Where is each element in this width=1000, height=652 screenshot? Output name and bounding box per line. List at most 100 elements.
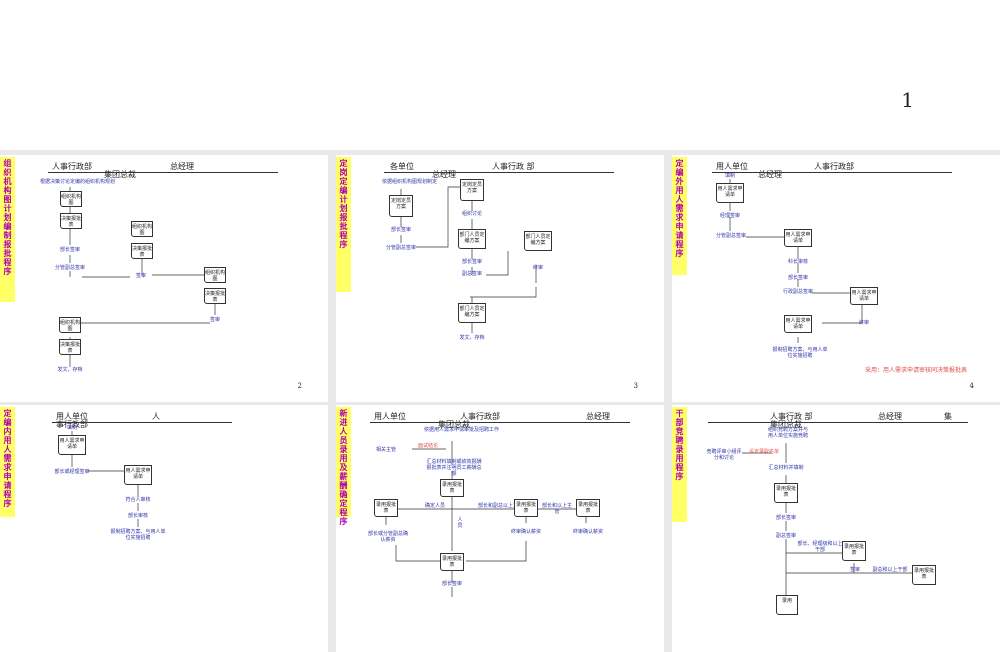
doc-box: 录用报批表 [576, 499, 600, 517]
slide-title-bar [0, 157, 15, 302]
doc-box: 录用 [776, 595, 798, 615]
slide-title-bar [336, 157, 351, 292]
doc-box: 用人需求申请单 [784, 229, 812, 247]
flow-note: 部长签审 [390, 227, 411, 233]
flow-note: 行政副总签审 [782, 289, 813, 295]
doc-box: 决策报批表 [60, 213, 82, 229]
doc-box: 部门人员定编方案 [458, 229, 486, 249]
flow-note: 部长和以上主管 [542, 503, 573, 515]
flow-note: 依据组织机构图规划制定 [382, 179, 438, 185]
header-rule [712, 172, 952, 173]
doc-box: 用人需求申请单 [124, 465, 152, 485]
doc-box: 用人需求申请单 [850, 287, 878, 305]
doc-box: 定岗定员方案 [389, 195, 413, 217]
flow-note: 部长和副总以上主管 [478, 503, 524, 509]
flow-note: 副总签审 [461, 271, 482, 277]
flow-note: 终审 [858, 320, 869, 326]
flow-note: 报制招聘方案，与用人单位实施招聘 [772, 347, 828, 359]
header-rule [48, 172, 278, 173]
flow-note: 部长签审 [441, 581, 462, 587]
flow-connectors [382, 441, 587, 597]
cover-slide: 1 [0, 0, 1000, 150]
flow-note: 发文，存档 [459, 335, 485, 341]
doc-box: 录用报批表 [774, 483, 798, 503]
page-number: 3 [633, 382, 638, 390]
flow-note: 终审 [532, 265, 543, 271]
flow-note: 发文，存档 [57, 367, 83, 373]
flow-note: 分管副总签审 [386, 245, 417, 251]
doc-box: 部门人员定编方案 [458, 303, 486, 323]
lane-header: 总经理 [878, 412, 902, 421]
flow-note: 部长签审 [787, 275, 808, 281]
flow-note: 终审确认薪资 [510, 529, 541, 535]
lane-header: 人 [152, 412, 160, 421]
slide-title-bar [336, 407, 351, 517]
flow-note: 设定录取名单 [748, 449, 779, 455]
slide-staffing-plan-procedure[interactable]: 定岗定编计划报批程序 各单位 人事行政 部 总经理 依据组织机构图规划制定 定岗… [336, 155, 664, 402]
flow-note: 确定人员 [424, 503, 445, 509]
lane-header: 用人单位 [374, 412, 406, 421]
flow-note: 汇总材料并填制 [768, 465, 804, 471]
flow-note: 部长、经理级和以上干部 [797, 541, 843, 553]
doc-box: 录用报批表 [514, 499, 538, 517]
flow-note: 分管副总签审 [716, 233, 747, 239]
lane-header: 总经理 [758, 170, 782, 179]
flow-note: 部长或经理签审 [54, 469, 90, 475]
slide-title: 新进人员录用及薪酬确定程序 [339, 408, 348, 526]
lane-header: 人事行政部 [814, 162, 854, 171]
flow-note: 符合人审核 [125, 497, 151, 503]
flow-note: 组织讨论 [461, 211, 482, 217]
lane-header: 各单位 [390, 162, 414, 171]
cover-page-number: 1 [901, 88, 914, 112]
header-rule [384, 172, 614, 173]
slide-title: 组织机构图计划编制报批程序 [3, 158, 12, 276]
header-rule [52, 422, 232, 423]
flow-note: 签审 [849, 567, 860, 573]
lane-header: 集团总裁 [438, 420, 470, 429]
flow-connectors [71, 431, 139, 527]
header-rule [370, 422, 630, 423]
doc-box: 用人需求申请单 [716, 183, 744, 203]
slide-cadre-competition-procedure[interactable]: 干部竞聘录用程序 人事行政 部 集团总裁 总经理 集 组织竞聘方案并与用人单位实… [672, 405, 1000, 652]
doc-box: 录用报批表 [440, 553, 464, 571]
slide-title: 定编内用人需求申请程序 [3, 408, 12, 508]
lane-header: 用人单位 [716, 162, 748, 171]
doc-box: 定岗定员方案 [460, 179, 484, 201]
lane-header: 集 [944, 412, 952, 421]
flow-connectors [62, 187, 216, 367]
slide-in-quota-headcount-procedure[interactable]: 定编内用人需求申请程序 用人单位 人 事行政部 填制 用人需求申请单 部长或经理… [0, 405, 328, 652]
slide-new-hire-salary-procedure[interactable]: 新进人员录用及薪酬确定程序 用人单位 人事行政部 集团总裁 总经理 依据用人需求… [336, 405, 664, 652]
slide-org-chart-procedure[interactable]: 组织机构图计划编制报批程序 人事行政部 集团总裁 总经理 根据决策讨论定编的组织… [0, 155, 328, 402]
doc-box: 组织机构图 [131, 221, 153, 237]
flow-note: 根据决策讨论定编的组织机构规划 [40, 179, 116, 185]
flow-note: 终审确认薪资 [572, 529, 603, 535]
flow-connectors [742, 443, 925, 595]
flow-note: 科长审核 [787, 259, 808, 265]
flow-note: 部长签审 [59, 247, 80, 253]
slide-extra-headcount-procedure[interactable]: 定编外用人需求申请程序 用人单位 人事行政部 总经理 填制 用人需求申请单 经理… [672, 155, 1000, 402]
doc-box: 录用报批表 [440, 479, 464, 497]
procedure-remark: 采用：用人需求申请审核同决策报批表 [864, 367, 967, 374]
flow-note: 签审 [135, 273, 146, 279]
flow-note: 填制 [66, 425, 77, 431]
lane-header: 总经理 [586, 412, 610, 421]
lane-header: 人事行政部 [52, 162, 92, 171]
doc-box: 决策报批表 [131, 243, 153, 259]
slide-title-bar [0, 407, 15, 517]
flow-note: 副总和以上干部 [872, 567, 908, 573]
page-number: 4 [969, 382, 974, 390]
flow-note: 组织竞聘方案并与用人单位实施竞聘 [767, 427, 808, 439]
doc-box: 用人需求申请单 [58, 435, 86, 455]
page-number: 2 [297, 382, 302, 390]
lane-header: 人事行政部 [460, 412, 500, 421]
flow-note: 部长审核 [127, 513, 148, 519]
flow-note: 部长签审 [461, 259, 482, 265]
lane-header: 总经理 [170, 162, 194, 171]
slide-title-bar [672, 407, 687, 522]
doc-box: 录用报批表 [374, 499, 398, 517]
slide-title: 定编外用人需求申请程序 [675, 158, 684, 258]
flow-note: 填制 [724, 173, 735, 179]
lane-header: 用人单位 [56, 412, 88, 421]
flow-note: 汇总材料填制或绩效报酬报批表并注明员工薪酬总额 [426, 459, 482, 477]
lane-header: 总经理 [432, 170, 456, 179]
